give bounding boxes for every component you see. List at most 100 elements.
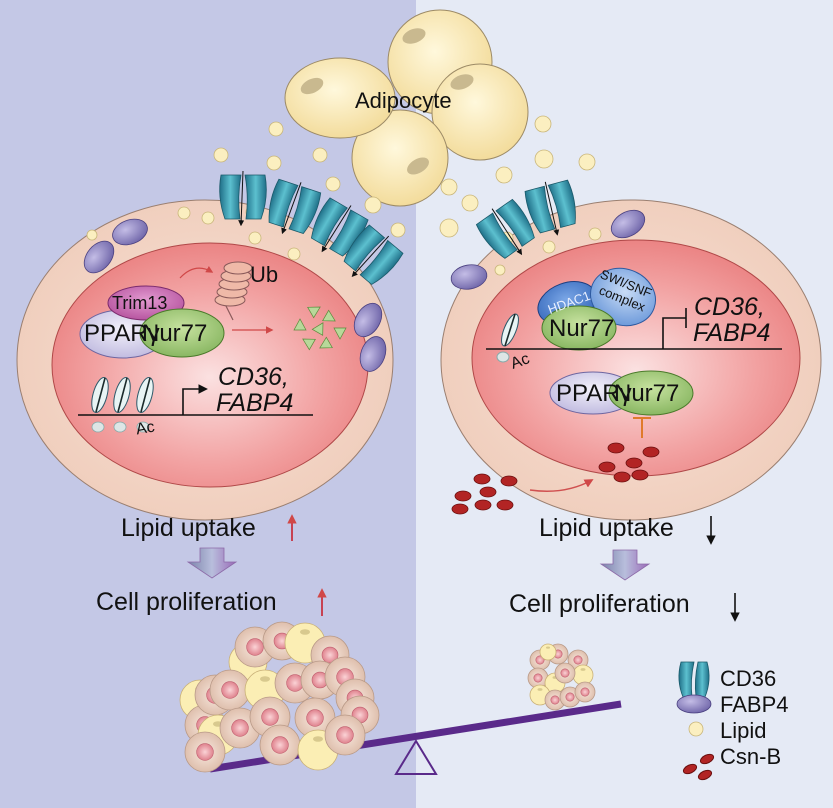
lipid-droplet xyxy=(495,166,513,184)
csnb-particle xyxy=(454,490,472,502)
lipid-droplet xyxy=(312,147,328,163)
lipid-droplet xyxy=(266,155,282,171)
acetyl-group xyxy=(113,421,127,433)
lipid-droplet xyxy=(439,218,459,238)
left-gene-line1: CD36, xyxy=(218,363,289,391)
right-flow-arrow xyxy=(599,549,651,581)
lipid-droplet xyxy=(534,115,552,133)
right-nucleosome xyxy=(496,313,519,363)
large-cell-cluster xyxy=(179,621,380,773)
fabp4-protein xyxy=(610,209,646,239)
ubiquitin-chain xyxy=(214,261,253,321)
lipid-droplet xyxy=(287,247,301,261)
lipid-droplet xyxy=(325,176,341,192)
protein-fragment xyxy=(302,338,316,351)
right-nur77-protein xyxy=(541,305,617,351)
csnb-particle xyxy=(451,503,469,515)
lipid-icon xyxy=(688,721,704,737)
right-ppar-label: PPARγ xyxy=(556,380,632,407)
legend xyxy=(676,661,715,781)
fabp4-protein xyxy=(359,336,387,372)
acetyl-group xyxy=(136,421,150,433)
ub-label: Ub xyxy=(250,262,279,287)
left-lipid-uptake-label: Lipid uptake xyxy=(121,514,256,542)
lipid-droplet xyxy=(177,206,191,220)
right-gene-line1: CD36, xyxy=(694,293,765,321)
protein-fragment xyxy=(293,318,307,331)
ubiquitination-arrow xyxy=(179,265,214,279)
legend-fabp4-label: FABP4 xyxy=(720,692,789,717)
fabp4-protein xyxy=(353,302,383,338)
right-nur77-label: Nur77 xyxy=(549,315,615,342)
lipid-droplet xyxy=(461,194,479,212)
csnb-entry-arrow xyxy=(529,479,594,492)
lipid-droplet xyxy=(213,147,229,163)
lipid-droplet xyxy=(268,121,284,137)
cd36-receptor xyxy=(310,197,369,257)
left-nucleosomes xyxy=(91,377,154,433)
csnb-particle xyxy=(474,499,492,511)
lipid-droplet xyxy=(390,222,406,238)
csnb-particle xyxy=(631,469,649,481)
cd36-receptor xyxy=(343,224,404,285)
left-ppar-label: PPARγ xyxy=(84,320,160,347)
cd36-receptors xyxy=(219,170,576,285)
csnb-particle xyxy=(500,475,518,487)
fabp4-icon xyxy=(676,694,712,714)
fabp4-protein xyxy=(450,264,488,290)
trim13-label: Trim13 xyxy=(112,293,168,313)
right-nur77-b-label: Nur77 xyxy=(614,380,680,407)
right-nur77-b-protein xyxy=(608,370,694,416)
right-cell xyxy=(440,199,822,521)
csnb-particle xyxy=(479,486,497,498)
left-nur77-protein xyxy=(139,308,225,358)
lipid-droplet xyxy=(201,211,215,225)
lipid-droplet xyxy=(542,240,556,254)
lipid-droplet xyxy=(86,229,98,241)
fabp4-proteins xyxy=(83,209,646,372)
lipid-droplet xyxy=(588,227,602,241)
cd36-receptor xyxy=(524,179,576,236)
legend-cd36-label: CD36 xyxy=(720,666,777,691)
csnb-particles xyxy=(451,442,660,515)
small-cell-cluster xyxy=(527,643,596,711)
left-flow-arrow xyxy=(186,547,238,579)
protein-fragment xyxy=(311,322,324,336)
seesaw-fulcrum xyxy=(394,739,438,775)
csnb-particle xyxy=(613,471,631,483)
csnb-icon xyxy=(682,753,715,781)
repression-symbol xyxy=(662,317,686,349)
lipid-laden-cell xyxy=(539,643,557,661)
csnb-particle xyxy=(625,457,643,469)
cd36-receptor xyxy=(268,178,322,235)
protein-fragment xyxy=(307,306,321,319)
protein-fragment xyxy=(322,309,336,322)
lipid-droplet xyxy=(578,153,596,171)
acetyl-group xyxy=(91,421,105,433)
csnb-particle xyxy=(598,461,616,473)
lipid-droplet xyxy=(440,178,458,196)
left-nur77-label: Nur77 xyxy=(142,320,208,347)
right-gene-line2: FABP4 xyxy=(693,319,771,347)
protein-fragment xyxy=(319,336,333,349)
left-nucleus xyxy=(51,242,369,488)
legend-csnb-label: Csn-B xyxy=(720,744,782,769)
adipocyte-cluster xyxy=(284,9,529,207)
left-cell-proliferation-label: Cell proliferation xyxy=(96,588,277,616)
fabp4-protein xyxy=(112,218,148,246)
left-gene-line2: FABP4 xyxy=(216,389,294,417)
left-ac-label: Ac xyxy=(134,418,156,439)
csnb-particle xyxy=(642,446,660,458)
right-lipid-uptake-label: Lipid uptake xyxy=(539,514,674,542)
csnb-particle xyxy=(607,442,625,454)
right-cell-proliferation-label: Cell proliferation xyxy=(509,590,690,618)
fabp4-protein xyxy=(83,240,115,274)
protein-fragment xyxy=(333,327,347,340)
cd36-receptor xyxy=(219,170,267,227)
adipocyte-label: Adipocyte xyxy=(355,88,452,113)
lipid-droplet xyxy=(494,264,506,276)
degradation-fragments-icon xyxy=(293,306,347,351)
cd36-receptor xyxy=(475,198,535,259)
lipid-droplet xyxy=(534,149,554,169)
